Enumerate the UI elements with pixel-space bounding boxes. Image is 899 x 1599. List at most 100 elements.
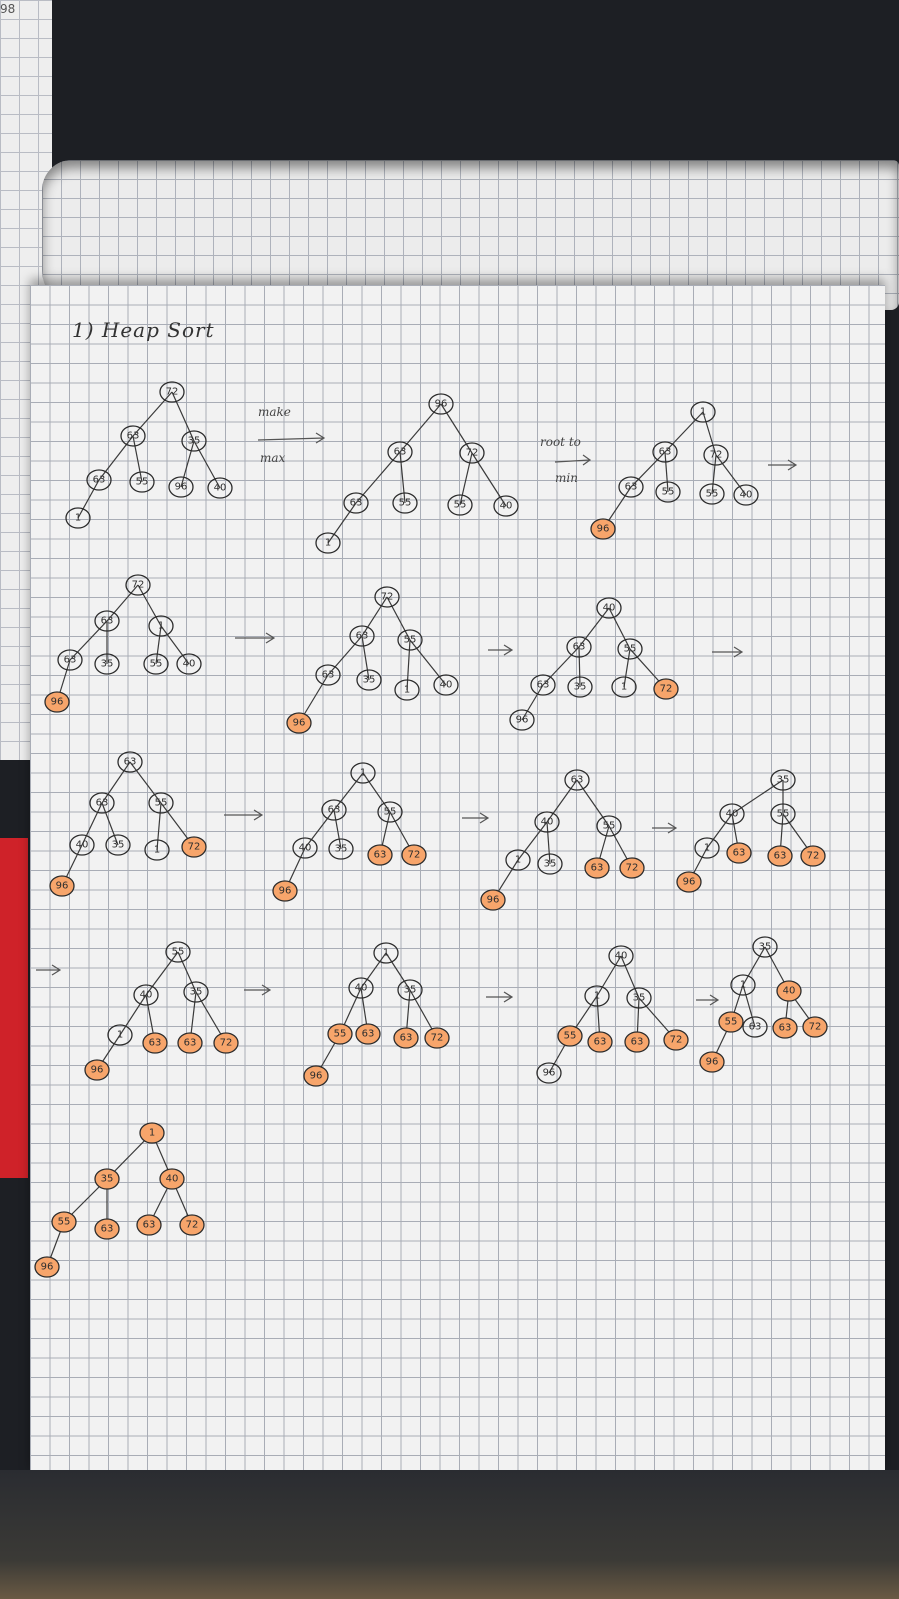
- tree-edge: [362, 772, 391, 813]
- node-value: 63: [733, 848, 746, 859]
- corner-page-number: 98: [0, 2, 16, 16]
- arrow-make-max: [257, 432, 326, 444]
- heap-node: [608, 945, 634, 967]
- node-value: 63: [328, 805, 341, 816]
- tree-edge: [517, 821, 548, 861]
- node-value: 1: [75, 513, 81, 524]
- tree-edge: [385, 952, 411, 991]
- sorted-node: [327, 1023, 353, 1045]
- node-value: 96: [516, 715, 529, 726]
- node-value: 63: [774, 851, 787, 862]
- tree-edge: [361, 635, 370, 681]
- node-value: 63: [356, 631, 369, 642]
- node-value: 40: [76, 840, 89, 851]
- heap-node: [611, 676, 637, 698]
- node-value: 35: [101, 1174, 114, 1185]
- node-value: 72: [132, 580, 145, 591]
- heap-node: [148, 615, 174, 637]
- heap-node: [143, 653, 169, 675]
- sorted-node: [44, 691, 70, 713]
- node-value: 63: [93, 475, 106, 486]
- heap-node: [69, 834, 95, 856]
- node-value: 40: [166, 1174, 179, 1185]
- heap-node: [315, 532, 341, 554]
- node-value: 55: [624, 644, 637, 655]
- node-value: 72: [220, 1038, 233, 1049]
- sorted-node: [663, 1029, 689, 1051]
- node-value: 35: [190, 987, 203, 998]
- node-value: 63: [149, 1038, 162, 1049]
- heap-node: [129, 471, 155, 493]
- node-value: 40: [603, 603, 616, 614]
- tree-edge: [578, 646, 581, 688]
- heap-node: [394, 679, 420, 701]
- node-value: 96: [51, 697, 64, 708]
- node-value: 55: [399, 498, 412, 509]
- sorted-node: [619, 857, 645, 879]
- heap-node: [343, 492, 369, 514]
- node-value: 1: [740, 980, 746, 991]
- node-value: 96: [279, 886, 292, 897]
- sorted-node: [772, 1017, 798, 1039]
- heap-node: [652, 441, 678, 463]
- node-value: 35: [188, 436, 201, 447]
- node-value: 55: [58, 1217, 71, 1228]
- tree-edge: [608, 607, 631, 650]
- sorted-node: [584, 857, 610, 879]
- heap-node: [387, 441, 413, 463]
- node-value: 63: [64, 655, 77, 666]
- heap-node: [584, 985, 610, 1007]
- heap-node: [433, 674, 459, 696]
- sorted-node: [84, 1059, 110, 1081]
- heap-node: [618, 476, 644, 498]
- heap-node: [730, 974, 756, 996]
- sorted-node: [726, 842, 752, 864]
- heap-node: [292, 837, 318, 859]
- tree-edge: [471, 452, 507, 507]
- sorted-node: [653, 678, 679, 700]
- step-arrow: [36, 964, 62, 976]
- heap-node: [690, 401, 716, 423]
- sorted-node: [699, 1051, 725, 1073]
- heap-node: [428, 393, 454, 415]
- sorted-node: [557, 1025, 583, 1047]
- heap-node: [392, 492, 418, 514]
- sorted-node: [718, 1011, 744, 1033]
- annotation-min: min: [555, 471, 578, 485]
- tree-edge: [664, 451, 669, 493]
- node-value: 35: [544, 859, 557, 870]
- heap-node: [537, 853, 563, 875]
- tree-edge: [623, 648, 631, 688]
- sorted-node: [34, 1256, 60, 1278]
- heap-node: [65, 507, 91, 529]
- step-arrow: [488, 644, 514, 656]
- node-value: 40: [500, 501, 513, 512]
- annotation-root-to-min: root to min: [540, 435, 592, 485]
- heap-node: [125, 574, 151, 596]
- arrow-root-to-min: [554, 454, 592, 466]
- node-value: 72: [626, 863, 639, 874]
- heap-node: [534, 811, 560, 833]
- node-value: 63: [625, 482, 638, 493]
- heap-node: [348, 977, 374, 999]
- sorted-node: [177, 1032, 203, 1054]
- tree-edge: [193, 440, 221, 489]
- node-value: 63: [749, 1022, 762, 1033]
- grid-paper-sheet: [30, 285, 885, 1475]
- node-value: 96: [293, 718, 306, 729]
- heap-node: [159, 381, 185, 403]
- node-value: 1: [515, 855, 521, 866]
- heap-node: [536, 1062, 562, 1084]
- sorted-node: [800, 845, 826, 867]
- tree-edge: [361, 596, 388, 637]
- node-value: 63: [184, 1038, 197, 1049]
- step-arrow: [486, 991, 514, 1003]
- tree-edge: [327, 635, 363, 676]
- tree-edge: [546, 821, 551, 865]
- annotation-max: max: [260, 451, 286, 465]
- sorted-node: [802, 1016, 828, 1038]
- heap-node: [566, 636, 592, 658]
